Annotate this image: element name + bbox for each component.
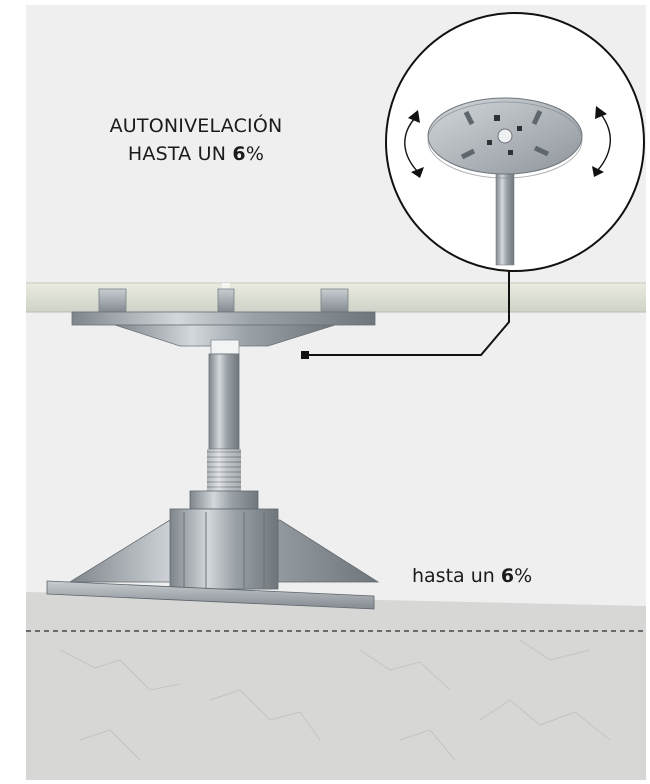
base-sleeve	[169, 508, 279, 590]
callout-marker-icon	[301, 351, 309, 359]
autolevel-line2: HASTA UN 6%	[127, 143, 265, 165]
spacer-tab-right	[320, 288, 349, 313]
slope-value: 6	[500, 565, 515, 587]
detail-head-illustration	[427, 97, 583, 266]
autolevel-label: AUTONIVELACIÓN HASTA UN 6%	[56, 112, 336, 168]
concrete-ground	[26, 592, 646, 780]
spacer-tab-center	[217, 288, 235, 313]
slope-label: hasta un 6%	[412, 565, 533, 587]
rotation-arrows-icon	[404, 112, 611, 173]
adjustment-nut	[189, 490, 259, 510]
concrete-cracks	[59, 639, 611, 761]
autolevel-line1: AUTONIVELACIÓN	[109, 115, 283, 137]
base-plate	[46, 580, 375, 610]
upper-column	[208, 353, 240, 450]
callout-leader	[306, 262, 510, 356]
head-cone	[114, 324, 336, 347]
spacer-tab-left	[98, 288, 127, 313]
head-plate	[71, 311, 376, 326]
autolevel-value: 6	[232, 143, 246, 165]
